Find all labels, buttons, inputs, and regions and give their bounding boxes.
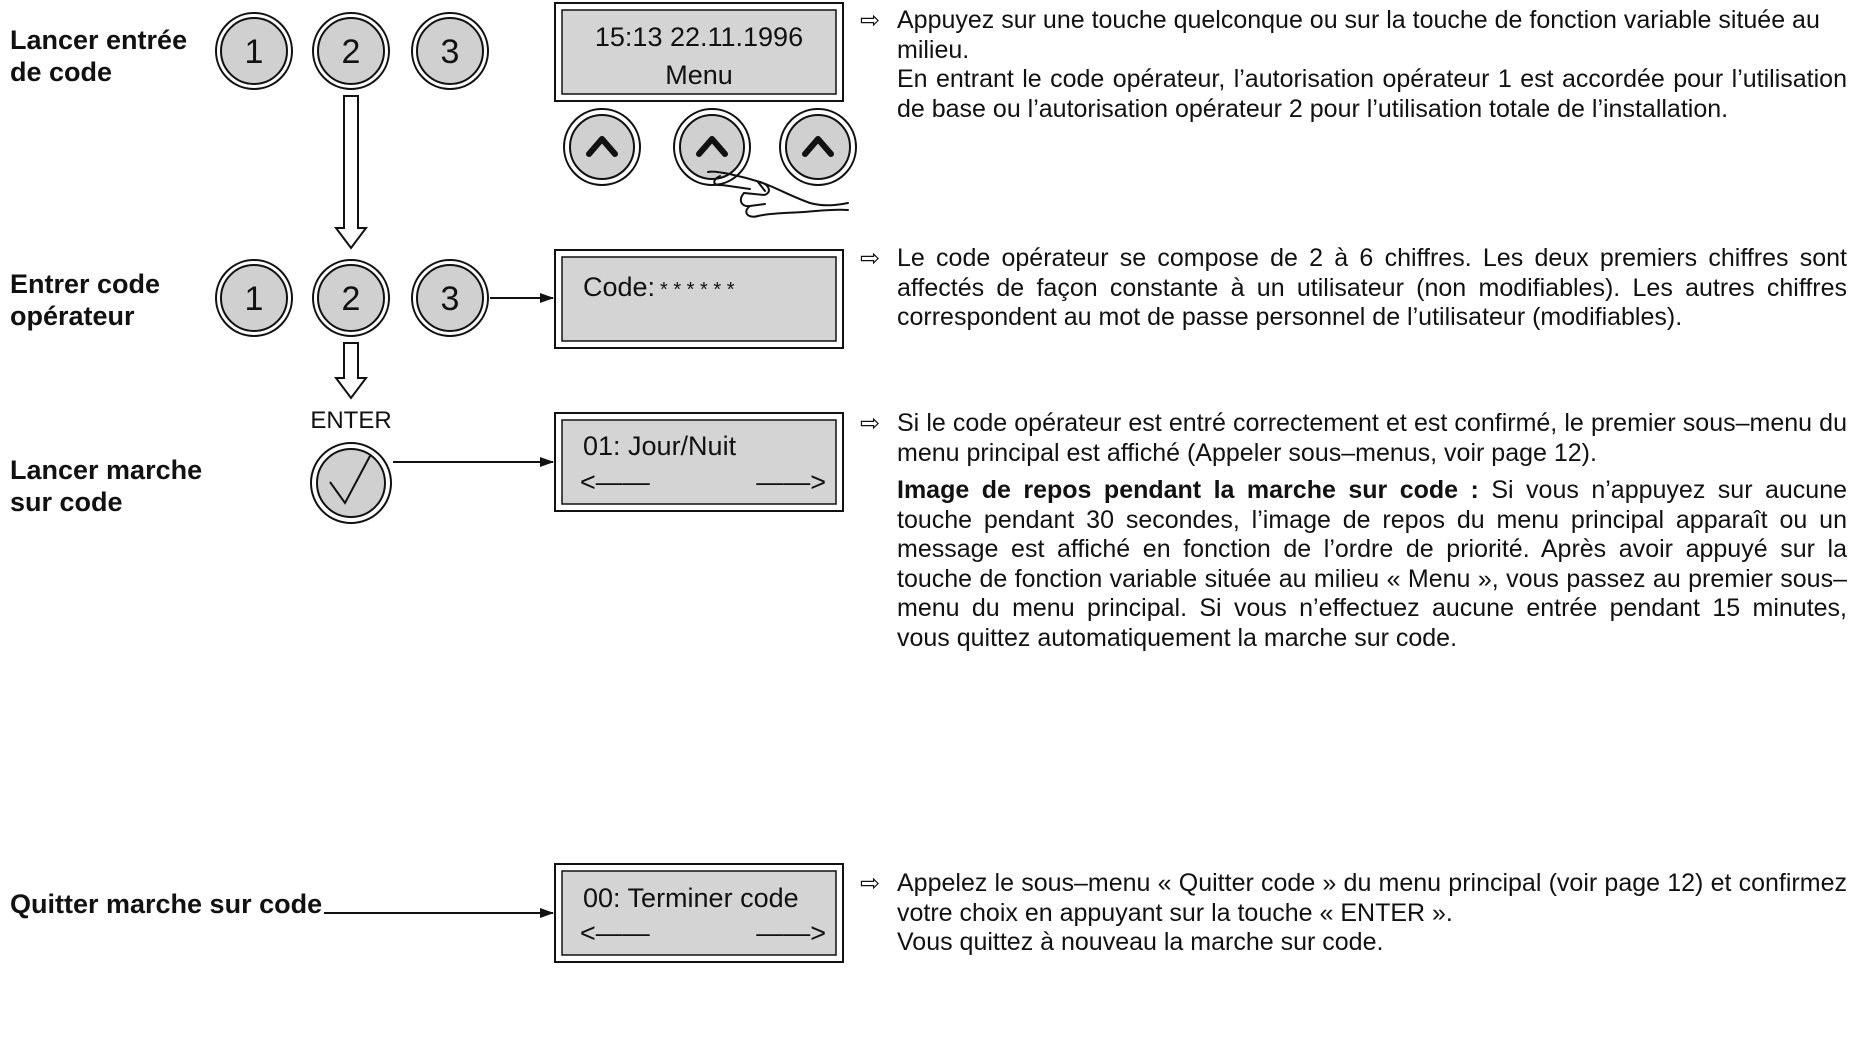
instruction-text: Si le code opérateur est entré correctem… — [897, 409, 1847, 467]
lcd-line: Menu — [665, 60, 733, 90]
key-2-button[interactable]: 2 — [312, 12, 390, 90]
lcd-right-arrow: ——> — [756, 918, 826, 948]
instruction-block-4: ⇨ Appelez le sous–menu « Quitter code » … — [860, 869, 1847, 958]
chevron-up-icon — [586, 136, 618, 157]
keypad-row-1: 1 2 3 — [215, 12, 489, 90]
softkey-middle-button[interactable] — [673, 108, 751, 186]
lcd-line: 15:13 22.11.1996 — [595, 22, 803, 52]
step-label-line: sur code — [10, 487, 123, 517]
lcd-code-mask: * * * * * * — [660, 279, 735, 301]
chevron-up-icon — [696, 136, 728, 157]
key-label: 2 — [342, 33, 361, 71]
softkey-left-button[interactable] — [563, 108, 641, 186]
step-label-line: de code — [10, 57, 113, 87]
step-label-line: Lancer marche — [10, 455, 203, 485]
step-label-line: Quitter marche sur code — [10, 889, 323, 919]
key-label: 3 — [441, 33, 460, 71]
lcd-display-menu01: 01: Jour/Nuit <—— ——> — [554, 412, 844, 512]
softkey-right-button[interactable] — [779, 108, 857, 186]
lcd-display-code: Code: * * * * * * — [554, 249, 844, 349]
key-3-button[interactable]: 3 — [411, 259, 489, 337]
instruction-block-3: ⇨ Si le code opérateur est entré correct… — [860, 409, 1847, 653]
instruction-block-2: ⇨ Le code opérateur se compose de 2 à 6 … — [860, 244, 1847, 333]
step-label-line: Entrer code — [10, 269, 161, 299]
flow-down-arrow-long — [334, 95, 368, 250]
keypad-row-2: 1 2 3 — [215, 259, 489, 337]
key-label: 3 — [441, 280, 460, 318]
instruction-text: Vous quittez à nouveau la marche sur cod… — [897, 928, 1384, 956]
key-label: 1 — [245, 280, 264, 318]
pressing-hand-icon — [707, 170, 849, 218]
key-3-button[interactable]: 3 — [411, 12, 489, 90]
rest-image-paragraph: Image de repos pendant la marche sur cod… — [897, 476, 1847, 653]
rest-image-heading: Image de repos pendant la marche sur cod… — [897, 476, 1479, 504]
step-label-start-code-mode: Lancer marche sur code — [10, 454, 202, 518]
instruction-text: Appuyez sur une touche quelconque ou sur… — [897, 6, 1820, 64]
lcd-code-prefix: Code: — [583, 272, 655, 302]
flow-down-arrow-short — [334, 342, 368, 400]
step-label-start-code-entry: Lancer entrée de code — [10, 24, 187, 88]
step-label-line: Lancer entrée — [10, 25, 188, 55]
checkmark-icon — [329, 455, 371, 505]
lcd-display-start: 15:13 22.11.1996 Menu — [554, 2, 844, 102]
enter-key-label: ENTER — [310, 407, 391, 434]
chevron-up-icon — [802, 136, 834, 157]
bullet-arrow-icon: ⇨ — [860, 245, 881, 272]
instruction-block-1: ⇨ Appuyez sur une touche quelconque ou s… — [860, 6, 1847, 124]
lcd-line: 01: Jour/Nuit — [583, 431, 737, 461]
bullet-arrow-icon: ⇨ — [860, 7, 881, 34]
lcd-display-menu00: 00: Terminer code <—— ——> — [554, 863, 844, 963]
step-label-line: opérateur — [10, 301, 135, 331]
lcd-left-arrow: <—— — [580, 467, 650, 497]
lcd-left-arrow: <—— — [580, 918, 650, 948]
key-2-button[interactable]: 2 — [312, 259, 390, 337]
instruction-text: En entrant le code opérateur, l’autorisa… — [897, 65, 1847, 123]
key-label: 1 — [245, 33, 264, 71]
instruction-text: Appelez le sous–menu « Quitter code » du… — [897, 869, 1847, 927]
key-1-button[interactable]: 1 — [215, 259, 293, 337]
instruction-text: Le code opérateur se compose de 2 à 6 ch… — [897, 244, 1847, 331]
instruction-text: Si vous n’appuyez sur aucune touche pend… — [897, 476, 1848, 652]
enter-button[interactable] — [310, 442, 392, 524]
lcd-right-arrow: ——> — [756, 467, 826, 497]
lcd-line: 00: Terminer code — [583, 883, 799, 913]
bullet-arrow-icon: ⇨ — [860, 410, 881, 437]
key-label: 2 — [342, 280, 361, 318]
step-label-enter-operator-code: Entrer code opérateur — [10, 268, 160, 332]
bullet-arrow-icon: ⇨ — [860, 870, 881, 897]
key-1-button[interactable]: 1 — [215, 12, 293, 90]
step-label-quit-code-mode: Quitter marche sur code — [10, 888, 322, 920]
